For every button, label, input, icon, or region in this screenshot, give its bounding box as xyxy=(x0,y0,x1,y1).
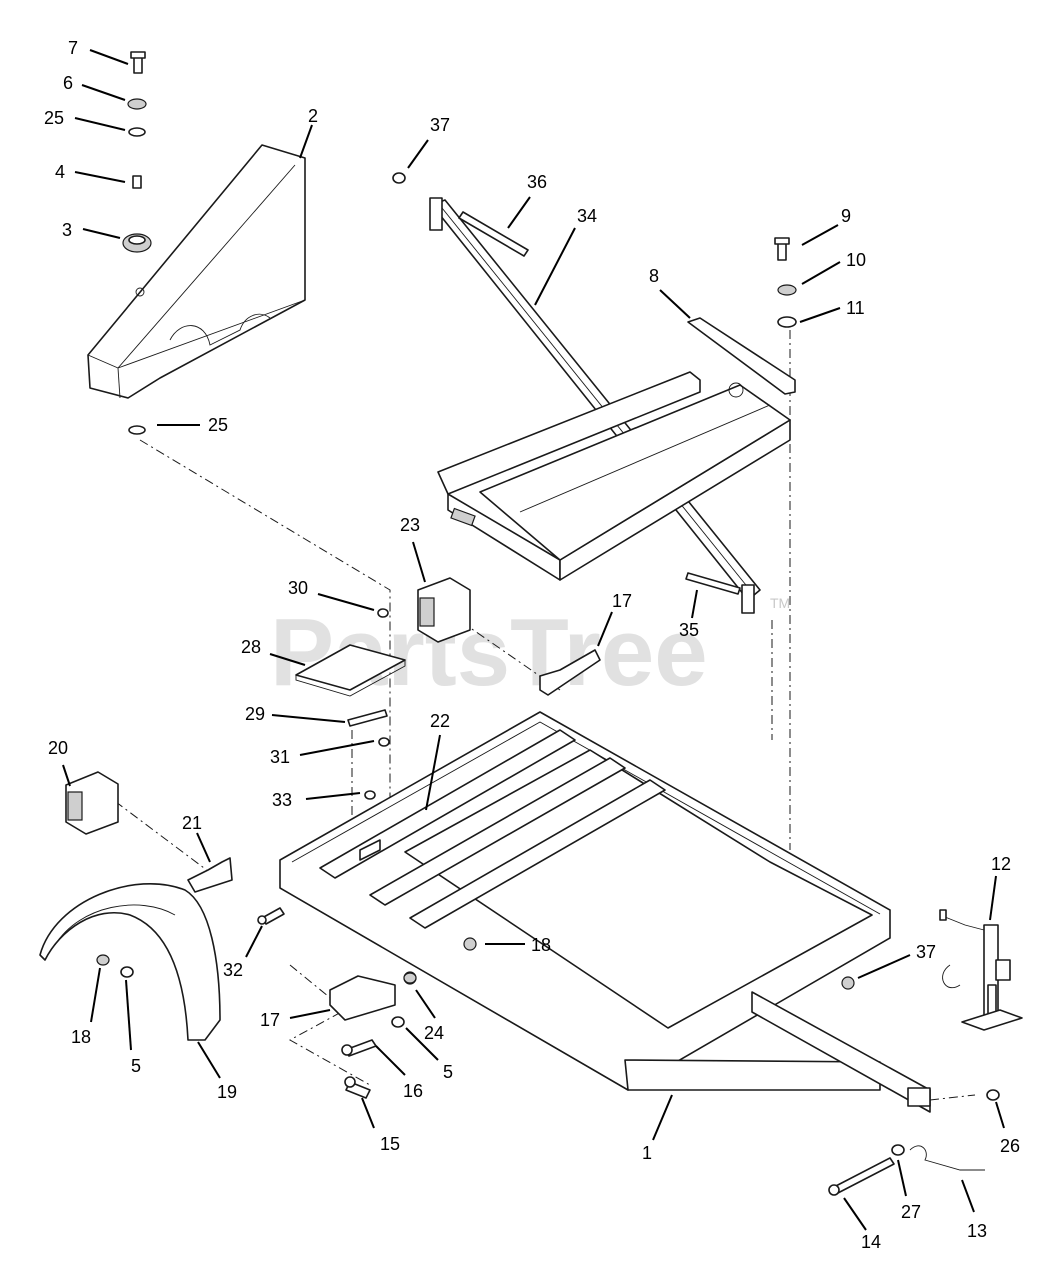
callout-12: 12 xyxy=(991,854,1011,874)
callout-33: 33 xyxy=(272,790,292,810)
callout-11: 11 xyxy=(846,298,865,318)
mounting-plate xyxy=(295,608,406,800)
callout-9: 9 xyxy=(841,206,851,226)
callout-32: 32 xyxy=(223,960,243,980)
callout-10: 10 xyxy=(846,250,866,270)
callout-27: 27 xyxy=(901,1202,921,1222)
watermark-trademark: TM xyxy=(770,595,790,611)
callout-15: 15 xyxy=(380,1134,400,1154)
callout-14: 14 xyxy=(861,1232,881,1252)
assembly-lines xyxy=(99,330,976,1101)
callouts: 7 6 25 4 3 2 25 37 36 34 9 10 11 8 23 30 xyxy=(44,38,1020,1252)
callout-37b: 37 xyxy=(916,942,936,962)
callout-22: 22 xyxy=(430,711,450,731)
belt-guard xyxy=(87,144,306,399)
callout-29: 29 xyxy=(245,704,265,724)
callout-36: 36 xyxy=(527,172,547,192)
callout-18: 18 xyxy=(531,935,551,955)
trailer-jack xyxy=(939,909,1023,1031)
callout-13: 13 xyxy=(967,1221,987,1241)
callout-4: 4 xyxy=(55,162,65,182)
callout-24: 24 xyxy=(424,1023,444,1043)
callout-25: 25 xyxy=(44,108,64,128)
callout-23: 23 xyxy=(400,515,420,535)
callout-37: 37 xyxy=(430,115,450,135)
callout-31: 31 xyxy=(270,747,290,767)
callout-26: 26 xyxy=(1000,1136,1020,1156)
callout-8: 8 xyxy=(649,266,659,286)
callout-21: 21 xyxy=(182,813,202,833)
callout-17: 17 xyxy=(612,591,632,611)
callout-20: 20 xyxy=(48,738,68,758)
lights-and-brackets xyxy=(65,577,601,893)
callout-34: 34 xyxy=(577,206,597,226)
main-frame xyxy=(279,711,931,1113)
callout-5: 5 xyxy=(131,1056,141,1076)
callout-19: 19 xyxy=(217,1082,237,1102)
callout-35: 35 xyxy=(679,620,699,640)
fender xyxy=(39,883,221,1041)
hardware-stack-left xyxy=(122,51,152,435)
upper-frame-assembly xyxy=(437,237,797,581)
callout-18b: 18 xyxy=(71,1027,91,1047)
callout-16: 16 xyxy=(403,1081,423,1101)
callout-28: 28 xyxy=(241,637,261,657)
callout-1: 1 xyxy=(642,1143,652,1163)
callout-17b: 17 xyxy=(260,1010,280,1030)
hitch-hardware xyxy=(257,907,1000,1196)
callout-30: 30 xyxy=(288,578,308,598)
callout-6: 6 xyxy=(63,73,73,93)
callout-25b: 25 xyxy=(208,415,228,435)
callout-2: 2 xyxy=(308,106,318,126)
callout-5b: 5 xyxy=(443,1062,453,1082)
callout-3: 3 xyxy=(62,220,72,240)
callout-7: 7 xyxy=(68,38,78,58)
